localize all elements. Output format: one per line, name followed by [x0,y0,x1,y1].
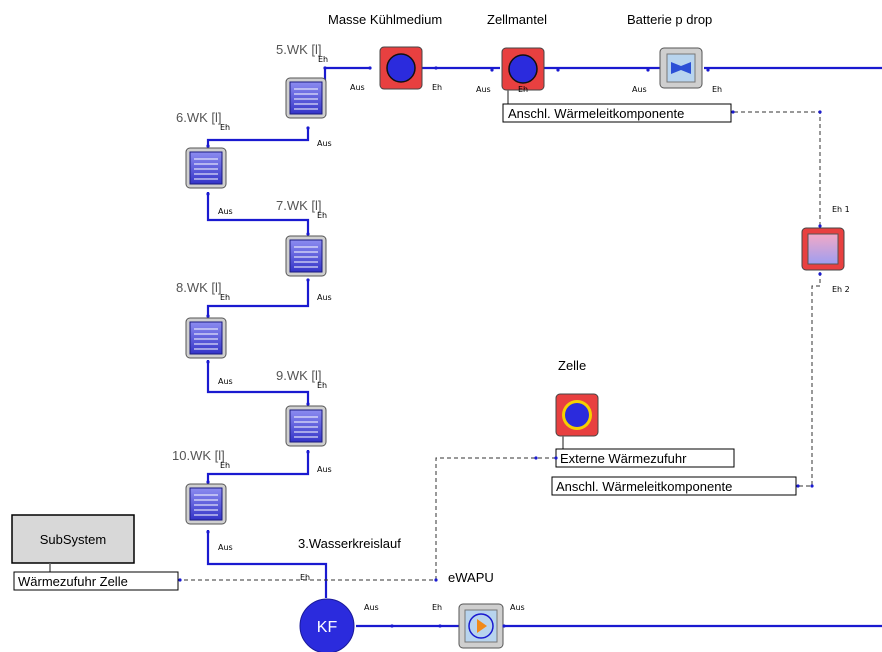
kf-text: KF [317,619,338,636]
heat-exchanger-10[interactable] [185,483,227,525]
port-labels: Eh Aus Eh Aus Eh Aus Eh Aus Eh Aus Eh Au… [218,55,850,612]
svg-text:Aus: Aus [632,85,647,94]
svg-text:Aus: Aus [350,83,365,92]
heat-exchanger-6[interactable] [185,147,227,189]
coolant-pipes [206,66,882,628]
svg-text:Aus: Aus [218,377,233,386]
svg-text:Eh: Eh [318,55,328,64]
heat-exchanger-5[interactable] [285,77,327,119]
externe-waermezufuhr-box[interactable]: Externe Wärmezufuhr [555,448,735,468]
svg-text:Eh: Eh [220,123,230,132]
svg-text:Eh: Eh [317,211,327,220]
svg-text:Eh: Eh [432,603,442,612]
svg-text:Aus: Aus [476,85,491,94]
svg-text:Aus: Aus [317,139,332,148]
svg-text:Eh: Eh [317,381,327,390]
label-zelle: Zelle [558,358,586,373]
anschl-top-text: Anschl. Wärmeleitkomponente [508,106,684,121]
zellmantel-block[interactable] [501,47,545,104]
svg-text:Eh: Eh [220,461,230,470]
hx-label-10: 10.WK [l] [172,448,225,463]
svg-text:Aus: Aus [364,603,379,612]
svg-text:Eh 2: Eh 2 [832,285,850,294]
waermezufuhr-zelle-box[interactable]: Wärmezufuhr Zelle [13,571,179,591]
externe-text: Externe Wärmezufuhr [560,451,687,466]
label-zellmantel: Zellmantel [487,12,547,27]
label-wasserkreislauf: 3.Wasserkreislauf [298,536,401,551]
svg-text:Aus: Aus [317,293,332,302]
kf-block[interactable]: KF [299,598,355,652]
thermal-resistor-block[interactable] [801,227,845,271]
batterie-p-drop-block[interactable] [659,47,703,89]
hx-label-7: 7.WK [l] [276,198,322,213]
port-dots [178,66,822,628]
subsystem-block[interactable]: SubSystem [11,514,135,572]
svg-text:Aus: Aus [317,465,332,474]
svg-text:Aus: Aus [218,543,233,552]
hx-label-5: 5.WK [l] [276,42,322,57]
svg-text:Eh: Eh [300,573,310,582]
svg-text:Eh: Eh [432,83,442,92]
svg-text:Eh: Eh [518,85,528,94]
anschl-waermeleit-top-box[interactable]: Anschl. Wärmeleitkomponente [502,103,732,123]
svg-text:Eh 1: Eh 1 [832,205,850,214]
zelle-block[interactable] [555,393,599,450]
label-ewapu: eWAPU [448,570,494,585]
subsystem-text: SubSystem [40,532,106,547]
label-masse: Masse Kühlmedium [328,12,442,27]
svg-text:Eh: Eh [712,85,722,94]
svg-text:Eh: Eh [220,293,230,302]
heat-exchanger-9[interactable] [285,405,327,447]
masse-kuehlmedium-block[interactable] [379,46,423,90]
hx-label-8: 8.WK [l] [176,280,222,295]
heat-exchanger-7[interactable] [285,235,327,277]
hx-label-9: 9.WK [l] [276,368,322,383]
label-batterie: Batterie p drop [627,12,712,27]
anschl-bottom-text: Anschl. Wärmeleitkomponente [556,479,732,494]
svg-text:Aus: Aus [218,207,233,216]
svg-text:Aus: Aus [510,603,525,612]
heat-exchanger-8[interactable] [185,317,227,359]
ewapu-pump-block[interactable] [458,603,504,649]
waermezufuhr-text: Wärmezufuhr Zelle [18,574,128,589]
hx-label-6: 6.WK [l] [176,110,222,125]
anschl-waermeleit-bottom-box[interactable]: Anschl. Wärmeleitkomponente [551,476,797,496]
heat-links [180,111,821,581]
